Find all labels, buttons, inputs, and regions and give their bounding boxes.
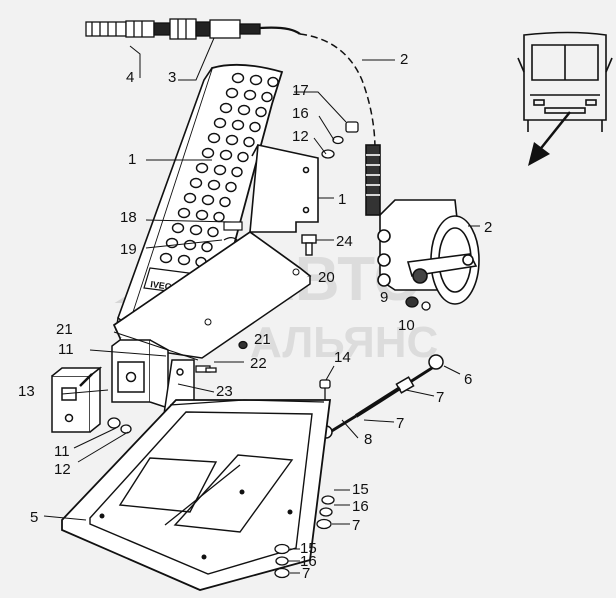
callout-22: 22 [250, 355, 267, 372]
callout-19: 19 [120, 241, 137, 258]
callout-15-bottom: 15 [300, 540, 317, 557]
callout-21-right: 21 [254, 331, 271, 348]
bus-location-icon [517, 31, 613, 132]
callout-7-mid: 7 [396, 415, 404, 432]
callout-9: 9 [380, 289, 388, 306]
kickdown-switch [51, 366, 103, 433]
callout-12-top: 12 [292, 128, 309, 145]
callout-3-top: 3 [168, 69, 176, 86]
actuator-unit [365, 144, 480, 305]
fasteners-9-10 [405, 296, 431, 311]
location-arrow-icon [528, 111, 571, 166]
lower-bracket [111, 339, 195, 419]
leader-lines [43, 37, 480, 574]
callout-23: 23 [216, 383, 233, 400]
callout-13: 13 [18, 383, 35, 400]
callout-11-upper: 11 [58, 341, 74, 358]
linkage-rod [319, 354, 444, 439]
callout-14: 14 [334, 349, 351, 366]
callout-4-top: 4 [126, 69, 134, 86]
callout-2-cable: 2 [400, 51, 408, 68]
callout-1-pedal: 1 [128, 151, 136, 168]
callout-8: 8 [364, 431, 372, 448]
callout-11-lower: 11 [54, 443, 70, 460]
callout-7-right: 7 [352, 517, 360, 534]
pedal-grip-holes [159, 72, 279, 268]
callout-labels: 4 3 2 17 16 12 1 1 2 18 24 19 20 9 10 21… [18, 51, 492, 582]
pedal-bracket [249, 144, 319, 233]
callout-16-top: 16 [292, 105, 309, 122]
floor-plate [61, 399, 332, 591]
callout-18: 18 [120, 209, 137, 226]
callout-20: 20 [318, 269, 335, 286]
cable-route-dashed [299, 33, 376, 151]
callout-6: 6 [464, 371, 472, 388]
callout-16-right: 16 [352, 498, 369, 515]
callout-7-bottom: 7 [302, 565, 310, 582]
cable-end-fitting [85, 18, 301, 40]
watermark-line-2: АЛЬЯНС [250, 318, 438, 367]
callout-15-right: 15 [352, 481, 369, 498]
callout-24: 24 [336, 233, 353, 250]
fasteners-17-16-12 [321, 121, 359, 159]
screw-14 [319, 379, 331, 402]
callout-16-bottom: 16 [300, 553, 317, 570]
callout-10: 10 [398, 317, 415, 334]
callout-1-bracket: 1 [338, 191, 346, 208]
small-hardware [107, 340, 335, 579]
callout-7-upper: 7 [436, 389, 444, 406]
callout-12-lower: 12 [54, 461, 71, 478]
callout-21-left: 21 [56, 321, 73, 338]
callout-5: 5 [30, 509, 38, 526]
callout-17: 17 [292, 82, 309, 99]
callout-2-unit: 2 [484, 219, 492, 236]
bolt-24 [301, 234, 317, 256]
